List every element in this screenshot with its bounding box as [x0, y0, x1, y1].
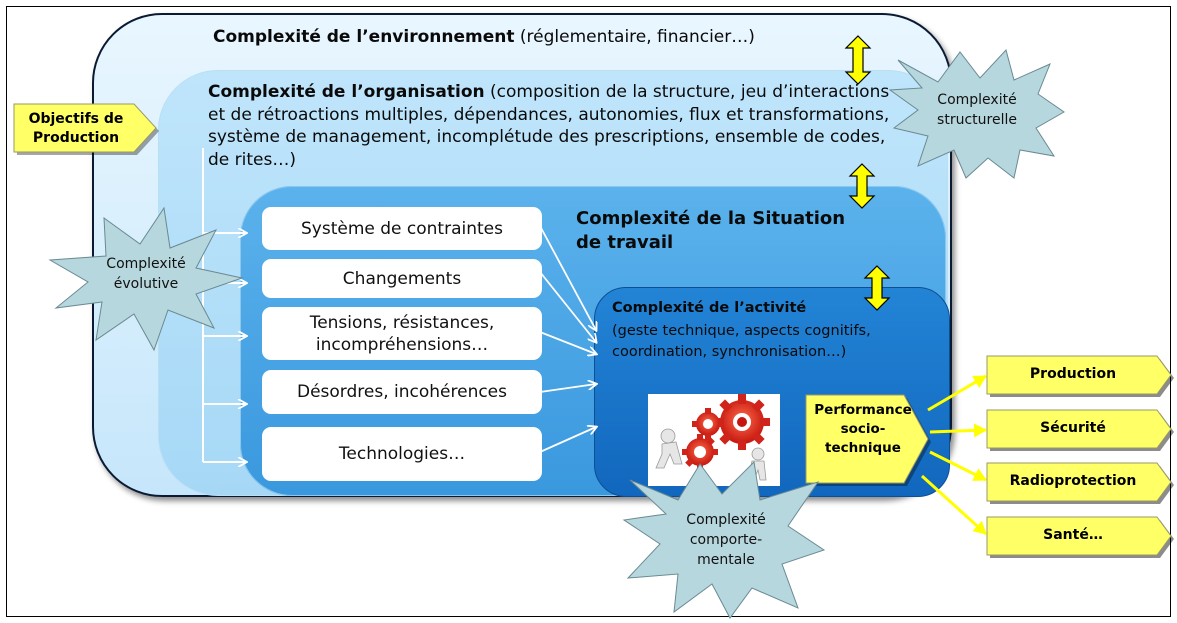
double-arrow-sit-act: [863, 265, 891, 311]
environment-title: Complexité de l’environnement: [213, 27, 515, 47]
outcome-radioprotection-label: Radioprotection: [1009, 473, 1137, 489]
outcome-sante: Santé…: [985, 515, 1175, 561]
gears-illustration: [648, 394, 780, 486]
organisation-detail: (composition de la structure, jeu d’inte…: [208, 82, 890, 170]
star-structurelle-label: Complexité structurelle: [937, 92, 1017, 128]
outcome-sante-label: Santé…: [1043, 527, 1103, 543]
outcome-radioprotection: Radioprotection: [985, 461, 1175, 507]
organisation-heading: Complexité de l’organisation (compositio…: [208, 81, 908, 171]
double-arrow-org-sit: [848, 163, 876, 209]
performance-arrows: [920, 374, 988, 536]
factor-desordres: Désordres, incohérences: [262, 370, 542, 414]
performance-tag: Performance socio-technique: [804, 393, 932, 488]
outcome-securite: Sécurité: [985, 408, 1175, 454]
factor-technologies: Technologies…: [262, 427, 542, 481]
star-comportementale: Complexité comporte-mentale: [622, 460, 828, 620]
environment-detail: (réglementaire, financier…): [519, 27, 755, 47]
outcome-production-label: Production: [1029, 366, 1117, 382]
environment-heading: Complexité de l’environnement (réglement…: [213, 27, 755, 47]
outcome-production: Production: [985, 354, 1175, 400]
star-evolutive: Complexité évolutive: [46, 204, 246, 352]
factor-arrows: [539, 225, 596, 453]
activity-title: Complexité de l’activité: [612, 300, 807, 316]
objectifs-label: Objectifs de Production: [28, 111, 124, 146]
objectifs-production-tag: Objectifs de Production: [10, 101, 160, 156]
factor-contraintes: Système de contraintes: [262, 207, 542, 250]
double-arrow-env-org: [844, 35, 872, 85]
factor-tensions: Tensions, résistances, incompréhensions…: [262, 307, 542, 360]
diagram-frame: [6, 6, 1171, 617]
situation-title: Complexité de la Situation de travail: [576, 208, 846, 253]
activity-detail: (geste technique, aspects cognitifs, coo…: [612, 323, 871, 360]
factor-changements: Changements: [262, 259, 542, 298]
star-structurelle: Complexité structurelle: [888, 46, 1068, 182]
outcome-securite-label: Sécurité: [1040, 420, 1106, 436]
organisation-title: Complexité de l’organisation: [208, 82, 485, 102]
star-evolutive-label: Complexité évolutive: [106, 256, 186, 292]
star-comportementale-label: Complexité comporte-mentale: [686, 512, 766, 568]
performance-label: Performance socio-technique: [814, 402, 912, 456]
